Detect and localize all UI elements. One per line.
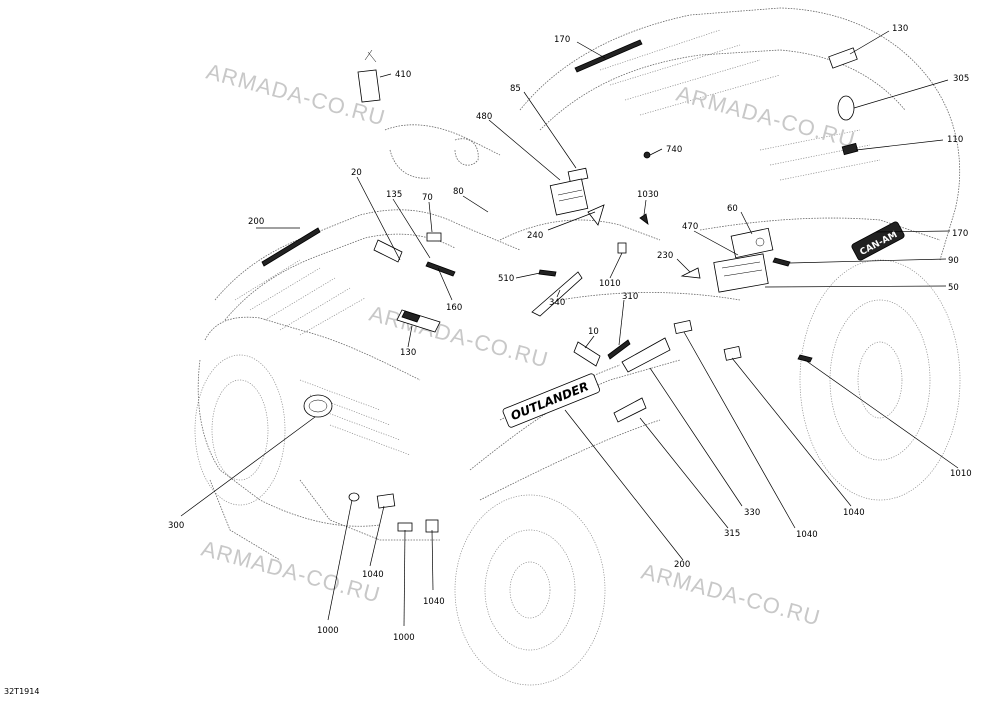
decal-1040-upper bbox=[673, 319, 693, 335]
decal-50 bbox=[713, 253, 769, 293]
callout-60: 60 bbox=[727, 204, 738, 214]
callout-130-front: 130 bbox=[400, 348, 416, 358]
watermark-2: ARMADA-CO.RU bbox=[674, 81, 859, 153]
decal-310 bbox=[607, 339, 631, 360]
watermark-1: ARMADA-CO.RU bbox=[204, 59, 389, 131]
callout-1040-right: 1040 bbox=[843, 508, 865, 518]
decal-300 bbox=[303, 394, 333, 418]
decal-1010-center bbox=[617, 242, 627, 254]
decal-10 bbox=[573, 341, 601, 367]
decal-200-front bbox=[261, 227, 321, 267]
decal-1000-left bbox=[348, 492, 360, 502]
callout-1010-right: 1010 bbox=[950, 469, 972, 479]
decal-315 bbox=[613, 397, 647, 423]
callout-200-bottom: 200 bbox=[674, 560, 690, 570]
callout-85: 85 bbox=[510, 84, 521, 94]
callout-labels: 410 170 130 305 85 480 740 110 20 135 70… bbox=[168, 24, 972, 643]
leader-lines bbox=[180, 30, 959, 627]
decal-160 bbox=[425, 261, 456, 277]
callout-130-top: 130 bbox=[892, 24, 908, 34]
callout-410: 410 bbox=[395, 70, 411, 80]
decal-110 bbox=[841, 142, 859, 156]
callout-1010-center: 1010 bbox=[599, 279, 621, 289]
callout-110: 110 bbox=[947, 135, 963, 145]
watermark-5: ARMADA-CO.RU bbox=[639, 559, 824, 631]
decal-130-top bbox=[828, 47, 858, 69]
decals: CAN-AM OUTLANDER bbox=[261, 39, 905, 533]
decal-740 bbox=[643, 151, 651, 159]
diagram-code: 32T1914 bbox=[4, 687, 39, 696]
decal-70 bbox=[426, 232, 442, 242]
callout-1040-mid: 1040 bbox=[796, 530, 818, 540]
callout-1030: 1030 bbox=[637, 190, 659, 200]
callout-330: 330 bbox=[744, 508, 760, 518]
decal-305 bbox=[837, 95, 855, 121]
decal-60 bbox=[730, 227, 774, 259]
decal-1000-front bbox=[397, 522, 413, 532]
callout-200-front: 200 bbox=[248, 217, 264, 227]
decal-410 bbox=[357, 69, 381, 103]
decal-340 bbox=[531, 271, 583, 317]
callout-135: 135 bbox=[386, 190, 402, 200]
callout-340: 340 bbox=[549, 298, 565, 308]
decal-480 bbox=[549, 178, 589, 216]
callout-90: 90 bbox=[948, 256, 959, 266]
callout-1000-left: 1000 bbox=[317, 626, 339, 636]
callout-230: 230 bbox=[657, 251, 673, 261]
callout-315: 315 bbox=[724, 529, 740, 539]
callout-510: 510 bbox=[498, 274, 514, 284]
decal-20 bbox=[373, 239, 403, 263]
callout-170-right: 170 bbox=[952, 229, 968, 239]
decal-90 bbox=[772, 257, 791, 267]
callout-240: 240 bbox=[527, 231, 543, 241]
callout-310: 310 bbox=[622, 292, 638, 302]
callout-1040-bottom: 1040 bbox=[423, 597, 445, 607]
watermark-4: ARMADA-CO.RU bbox=[199, 536, 384, 608]
decal-510 bbox=[538, 269, 557, 277]
decal-230 bbox=[680, 267, 701, 279]
callout-740: 740 bbox=[666, 145, 682, 155]
watermarks: ARMADA-CO.RU ARMADA-CO.RU ARMADA-CO.RU A… bbox=[199, 59, 859, 631]
callout-50: 50 bbox=[948, 283, 959, 293]
decal-1040-right bbox=[723, 345, 742, 361]
callout-70: 70 bbox=[422, 193, 433, 203]
callout-160: 160 bbox=[446, 303, 462, 313]
decal-170-top bbox=[574, 39, 643, 73]
outlander-decal-text: OUTLANDER bbox=[509, 379, 591, 423]
decal-240 bbox=[587, 204, 605, 226]
decal-1010-right bbox=[797, 354, 813, 363]
callout-300: 300 bbox=[168, 521, 184, 531]
atv-body-drawing bbox=[194, 7, 961, 686]
callout-470: 470 bbox=[682, 222, 698, 232]
callout-305: 305 bbox=[953, 74, 969, 84]
decal-1030 bbox=[639, 213, 649, 225]
callout-1000-bottom: 1000 bbox=[393, 633, 415, 643]
decal-outlander: OUTLANDER bbox=[502, 373, 600, 428]
callout-480: 480 bbox=[476, 112, 492, 122]
callout-10: 10 bbox=[588, 327, 599, 337]
callout-80: 80 bbox=[453, 187, 464, 197]
decal-330 bbox=[621, 337, 671, 373]
callout-1040-front: 1040 bbox=[362, 570, 384, 580]
decal-1040-front bbox=[376, 493, 396, 509]
callout-170-top: 170 bbox=[554, 35, 570, 45]
callout-20: 20 bbox=[351, 168, 362, 178]
